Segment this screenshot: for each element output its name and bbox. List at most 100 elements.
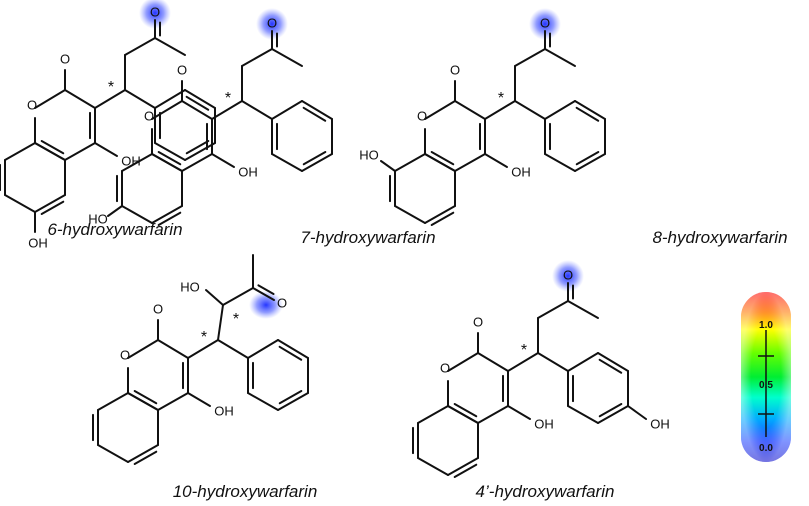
bond-cbenzyl-phenyl (124, 89, 156, 109)
substituent-hydroxyl: OH (650, 416, 670, 431)
bond-c5-c6-inner (430, 211, 455, 226)
bond-c6-c7 (394, 205, 426, 224)
stereocenter-mark: * (521, 342, 527, 359)
bond-aromatic-inner (151, 153, 183, 172)
bond-ph-4 (277, 392, 309, 411)
bond-ph-5 (544, 153, 576, 172)
reactive-site-highlight (552, 260, 584, 292)
bond-ph-4-inner (185, 140, 210, 155)
bond-c2-c3 (64, 89, 96, 109)
bond-ck-o (252, 287, 275, 301)
reactive-site-highlight (529, 8, 561, 40)
bond-c4-oh (211, 153, 235, 168)
color-scale-legend: 1.0 0.5 0.0 (741, 292, 791, 462)
bond-c10-oh (205, 289, 224, 306)
ketone-oxygen: O (150, 4, 160, 19)
bond-c2-c3 (454, 100, 486, 120)
bond-aromatic-inner-inner (40, 140, 65, 155)
bond-c4p-oh (627, 405, 647, 420)
bond-c5-c6 (424, 205, 456, 224)
bond-ck-methyl (271, 48, 303, 67)
stereocenter-mark: * (498, 90, 504, 107)
ketone-oxygen: O (277, 295, 287, 310)
bond-ch2-ck (241, 48, 273, 67)
bond-ph-5 (247, 392, 279, 411)
bond-c6-c7 (121, 205, 153, 224)
substituent-hydroxyl: HO (88, 211, 108, 226)
stereocenter-mark-2: * (233, 311, 239, 328)
bond-o1-c2 (424, 100, 456, 120)
bond-ph-4 (184, 142, 216, 161)
bond-ph-2-inner (302, 106, 327, 122)
bond-c10-ck (222, 287, 254, 306)
c4-hydroxyl: OH (511, 164, 531, 179)
bond-c5-c6 (151, 205, 183, 224)
bond-c8-oh (380, 160, 396, 172)
bond-aromatic-inner-inner (453, 403, 478, 418)
reactive-site-highlight (139, 0, 171, 29)
ring-oxygen: O (120, 347, 130, 362)
scale-label-bottom: 0.0 (759, 443, 773, 454)
stereocenter-mark: * (225, 90, 231, 107)
bond-c4-oh (484, 153, 508, 168)
bond-aromatic-inner (424, 153, 456, 172)
ring-oxygen: O (417, 108, 427, 123)
bond-ph-1 (247, 339, 279, 359)
bond-c7-oh (107, 205, 123, 217)
bond-ph-2 (184, 89, 216, 109)
stereocenter-mark: * (108, 79, 114, 96)
bond-c3-cbenzyl (211, 100, 243, 120)
bond-cbenzyl-phenyl (537, 352, 569, 372)
bond-ph-1 (154, 89, 186, 109)
bond-c4-c4a (64, 142, 96, 161)
bond-aromatic-inner (34, 142, 66, 161)
bond-c4-oh (94, 142, 118, 157)
bond-o1-c2 (127, 339, 159, 359)
bond-o1-c2 (447, 352, 479, 372)
molecule-caption: 4’-hydroxywarfarin (476, 482, 615, 501)
bond-ph-2 (301, 100, 333, 120)
bond-aromatic-inner-inner (157, 151, 182, 166)
bond-ph-5 (154, 142, 186, 161)
reactive-site-highlight (256, 8, 288, 40)
bond-c4-c4a (181, 153, 213, 172)
bond-c4-c4a (454, 153, 486, 172)
bond-ck-methyl (154, 37, 186, 56)
bond-ph-1 (567, 352, 599, 372)
bond-ck-methyl (567, 300, 599, 319)
molecule-caption: 10-hydroxywarfarin (173, 482, 318, 501)
bond-ph-4-inner (575, 151, 600, 166)
bond-c5-c6 (447, 457, 479, 476)
bond-o1-c2 (34, 89, 66, 109)
lactone-carbonyl-o: O (60, 51, 70, 66)
bond-c6-c7 (417, 457, 449, 476)
c10-hydroxyl: HO (180, 279, 200, 294)
bond-c2-c3 (181, 100, 213, 120)
bond-ph-2 (277, 339, 309, 359)
bond-c4-c4a (477, 405, 509, 424)
ring-oxygen: O (27, 97, 37, 112)
c4-hydroxyl: OH (121, 153, 141, 168)
bond-ph-4 (574, 153, 606, 172)
bond-ph-1 (544, 100, 576, 120)
bond-ck-o-inner (257, 284, 275, 295)
ring-oxygen: O (440, 360, 450, 375)
bond-c5-c6 (127, 444, 159, 463)
bond-c3-cbenzyl (94, 89, 126, 109)
bond-c5-c6-inner (453, 463, 478, 478)
bond-c8-c8a (394, 153, 426, 172)
bond-c5-c6-inner (133, 450, 158, 465)
bond-o1-c2 (151, 100, 183, 120)
bond-aromatic-inner (127, 392, 159, 411)
bond-c3-cbenzyl (187, 339, 219, 359)
reactive-site-highlight (249, 291, 283, 319)
bond-ph-5 (271, 153, 303, 172)
bond-c4-c4a (157, 392, 189, 411)
ketone-oxygen: O (540, 15, 550, 30)
lactone-carbonyl-o: O (473, 314, 483, 329)
